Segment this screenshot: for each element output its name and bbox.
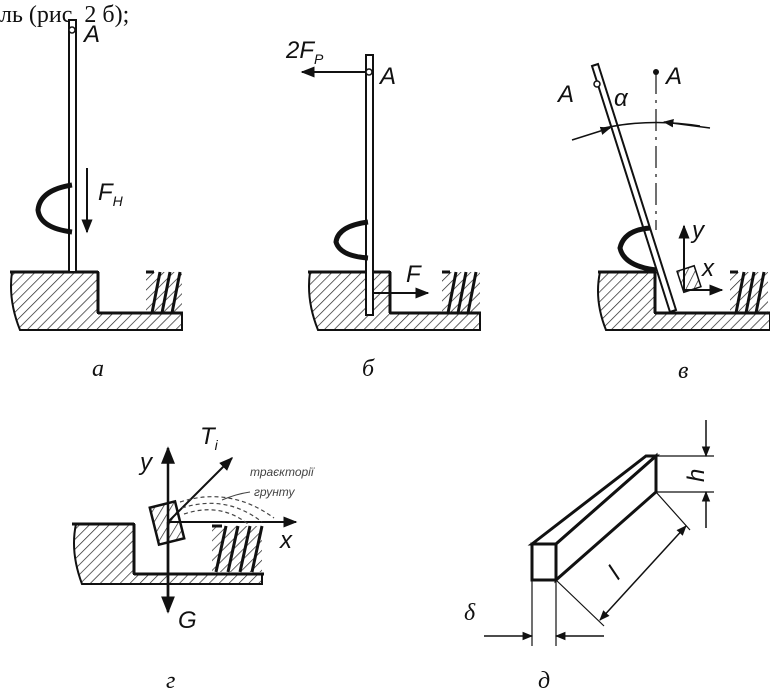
axis-y-label-v: y xyxy=(690,217,706,244)
panel-d: h l δ д xyxy=(464,420,714,694)
element-v xyxy=(676,264,702,294)
header-fragment: ль (рис. 2 б); xyxy=(0,2,129,28)
point-a-label-b: A xyxy=(378,63,396,90)
point-a-label: A xyxy=(82,21,100,48)
force-ti-label: Ti xyxy=(200,423,219,453)
weight-label: G xyxy=(178,607,197,634)
cut-soil-v xyxy=(730,270,768,314)
force-f-label: F xyxy=(406,261,422,288)
caption-a: а xyxy=(92,356,104,382)
force-2fp-label: 2FР xyxy=(285,37,324,67)
soil-trajectory-1 xyxy=(179,496,275,519)
caption-b: б xyxy=(362,356,375,382)
cut-soil-b xyxy=(442,270,480,314)
blade-v xyxy=(617,225,657,273)
note-line-2: грунту xyxy=(254,485,296,499)
caption-g: г xyxy=(166,668,175,694)
caption-v: в xyxy=(678,358,688,384)
note-leader xyxy=(221,491,251,501)
panel-a: A FН а xyxy=(10,19,183,382)
point-a1-label: A xyxy=(556,81,574,108)
dim-l-label: l xyxy=(603,561,626,584)
note-line-1: траєкторії xyxy=(250,465,315,479)
cut-soil-a xyxy=(146,270,182,314)
point-a2-label: A xyxy=(664,63,682,90)
panel-b: 2FР A F б xyxy=(285,37,481,382)
dim-delta-label: δ xyxy=(464,600,476,626)
blade-b xyxy=(333,219,369,261)
axis-x-label-g: x xyxy=(279,527,293,554)
axis-x-label-v: x xyxy=(701,255,715,282)
force-ti-arrow xyxy=(167,457,233,523)
dim-l-line xyxy=(599,525,687,621)
panel-v: A A α y x в xyxy=(556,62,770,384)
bar-prism xyxy=(527,452,660,584)
angle-arc xyxy=(603,121,701,129)
cut-soil-g xyxy=(212,524,264,573)
dim-h-label: h xyxy=(683,469,710,482)
axis-y-label-g: y xyxy=(138,449,154,476)
panel-g: траєкторії грунту y Ti x G г xyxy=(72,423,315,694)
force-fh-label: FН xyxy=(98,179,124,209)
blade-a xyxy=(35,182,73,235)
soil-trajectory-2 xyxy=(181,502,263,523)
angle-label: α xyxy=(614,85,629,112)
rod-a xyxy=(68,19,77,273)
caption-d: д xyxy=(538,668,550,694)
rod-b xyxy=(365,54,374,316)
